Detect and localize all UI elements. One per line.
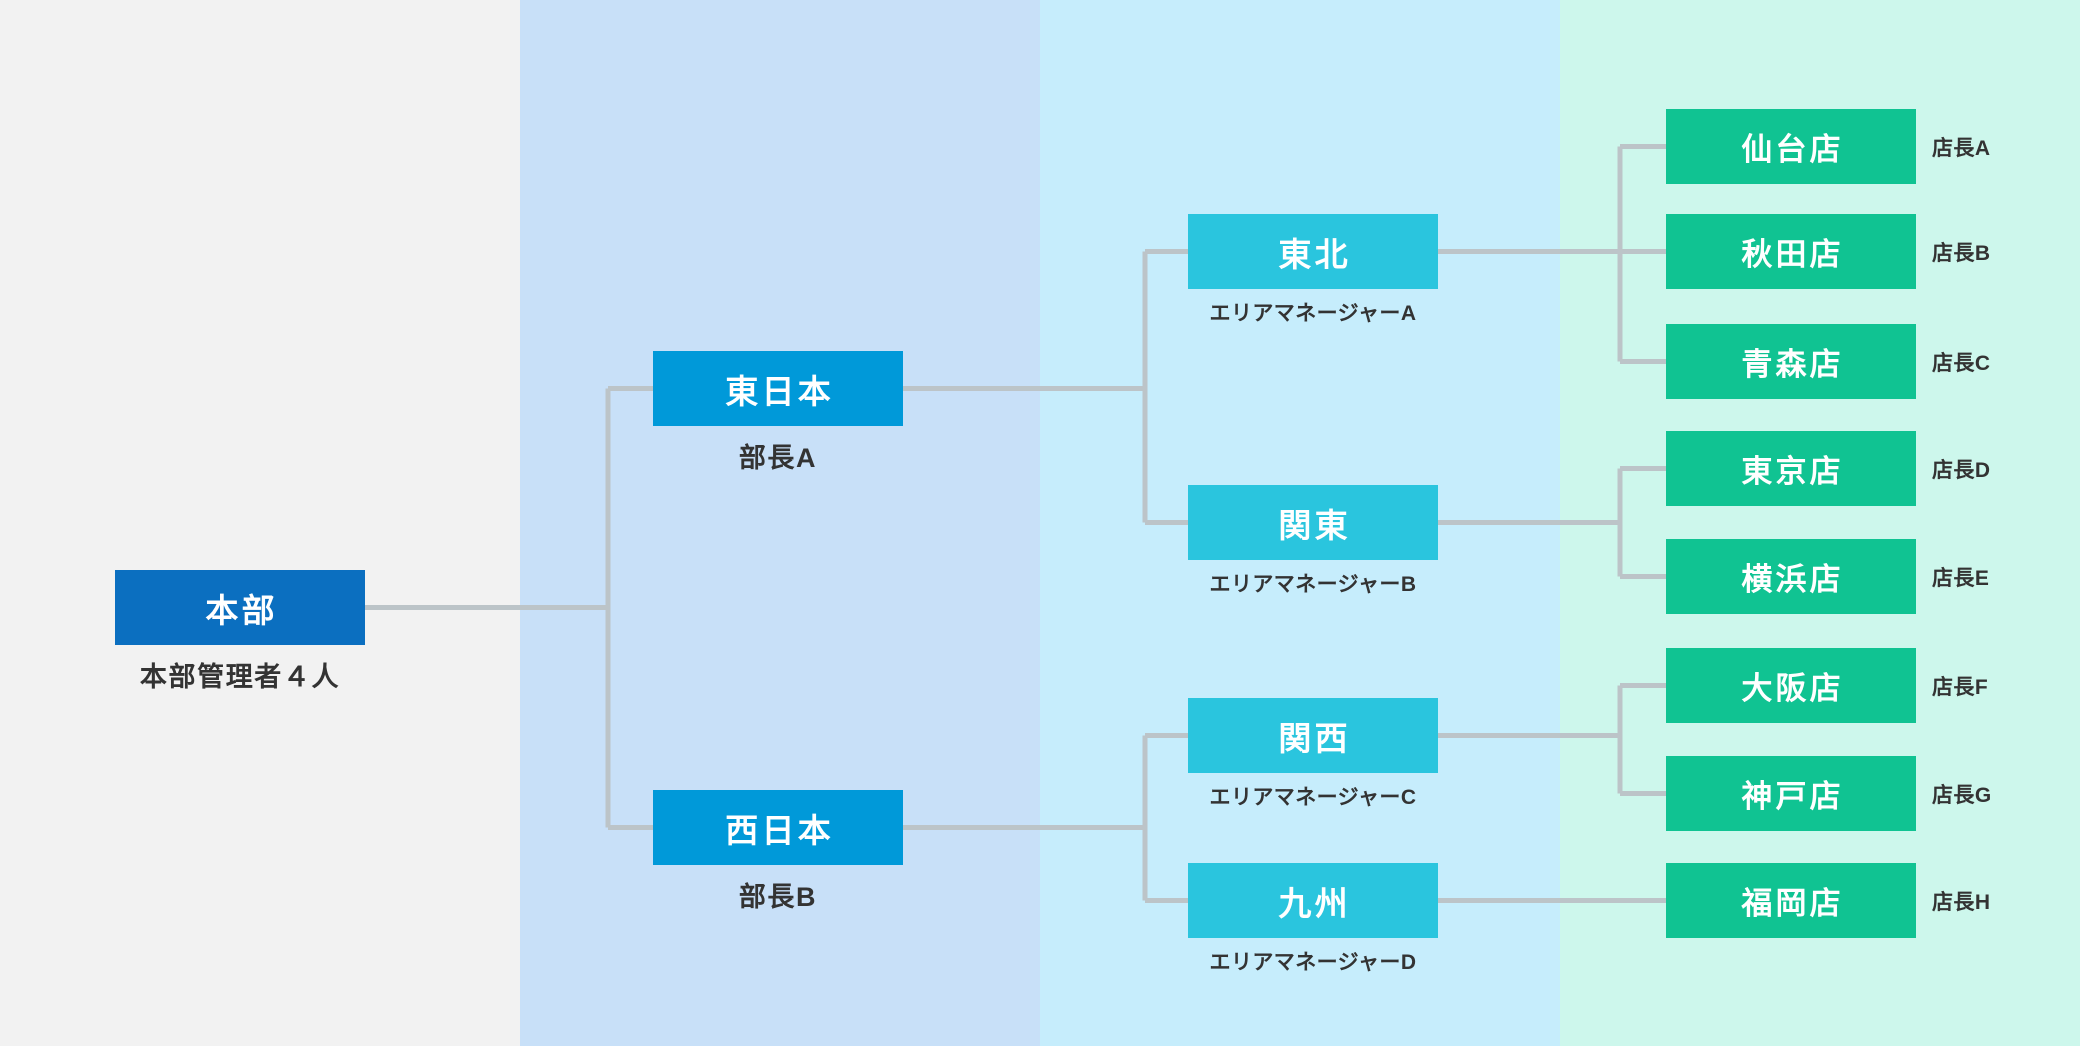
sublabel-area-kyushu: エリアマネージャーD: [1209, 951, 1417, 974]
node-store-sendai[interactable]: 仙台店: [1666, 109, 1916, 184]
sidelabel-store-yokohama-manager: 店長E: [1932, 566, 1990, 590]
node-store-yokohama[interactable]: 横浜店: [1666, 539, 1916, 614]
node-division-east-japan[interactable]: 東日本: [653, 351, 903, 426]
node-store-osaka-label: 大阪店: [1741, 671, 1844, 706]
node-store-yokohama-label: 横浜店: [1741, 562, 1844, 597]
node-area-tohoku[interactable]: 東北: [1188, 214, 1438, 289]
node-area-kyushu-label: 九州: [1278, 884, 1351, 922]
node-store-akita[interactable]: 秋田店: [1666, 214, 1916, 289]
sublabel-area-kanto: エリアマネージャーB: [1209, 573, 1417, 596]
sidelabel-store-sendai-manager: 店長A: [1932, 136, 1991, 160]
node-area-kyushu[interactable]: 九州: [1188, 863, 1438, 938]
node-division-west-japan[interactable]: 西日本: [653, 790, 903, 865]
sidelabel-store-osaka-manager: 店長F: [1932, 675, 1989, 699]
sublabel-area-kansai: エリアマネージャーC: [1209, 786, 1417, 809]
node-store-fukuoka[interactable]: 福岡店: [1666, 863, 1916, 938]
node-area-tohoku-label: 東北: [1278, 235, 1351, 273]
sidelabel-store-akita-manager: 店長B: [1932, 241, 1991, 265]
node-area-kansai-label: 関西: [1278, 719, 1351, 757]
sublabel-division-east-japan: 部長A: [738, 443, 818, 473]
sidelabel-store-tokyo-manager: 店長D: [1932, 458, 1991, 482]
node-store-tokyo[interactable]: 東京店: [1666, 431, 1916, 506]
node-area-kanto-label: 関東: [1278, 506, 1351, 544]
node-store-kobe[interactable]: 神戸店: [1666, 756, 1916, 831]
node-division-west-japan-label: 西日本: [725, 811, 835, 849]
node-area-kansai[interactable]: 関西: [1188, 698, 1438, 773]
node-area-kanto[interactable]: 関東: [1188, 485, 1438, 560]
sidelabel-store-aomori-manager: 店長C: [1932, 351, 1991, 375]
node-store-aomori[interactable]: 青森店: [1666, 324, 1916, 399]
node-store-fukuoka-label: 福岡店: [1741, 886, 1844, 921]
column-band-headquarters: [0, 0, 520, 1046]
sublabel-headquarters: 本部管理者４人: [139, 662, 341, 692]
node-store-sendai-label: 仙台店: [1741, 132, 1844, 167]
sublabel-division-west-japan: 部長B: [738, 882, 818, 912]
node-headquarters[interactable]: 本部: [115, 570, 365, 645]
node-store-aomori-label: 青森店: [1741, 347, 1844, 382]
node-headquarters-label: 本部: [205, 591, 278, 629]
sublabel-area-tohoku: エリアマネージャーA: [1209, 302, 1417, 325]
node-store-osaka[interactable]: 大阪店: [1666, 648, 1916, 723]
node-division-east-japan-label: 東日本: [725, 372, 835, 410]
node-store-kobe-label: 神戸店: [1741, 779, 1844, 814]
sidelabel-store-kobe-manager: 店長G: [1932, 783, 1992, 807]
sidelabel-store-fukuoka-manager: 店長H: [1932, 890, 1991, 914]
node-store-tokyo-label: 東京店: [1741, 454, 1844, 489]
node-store-akita-label: 秋田店: [1741, 237, 1844, 272]
